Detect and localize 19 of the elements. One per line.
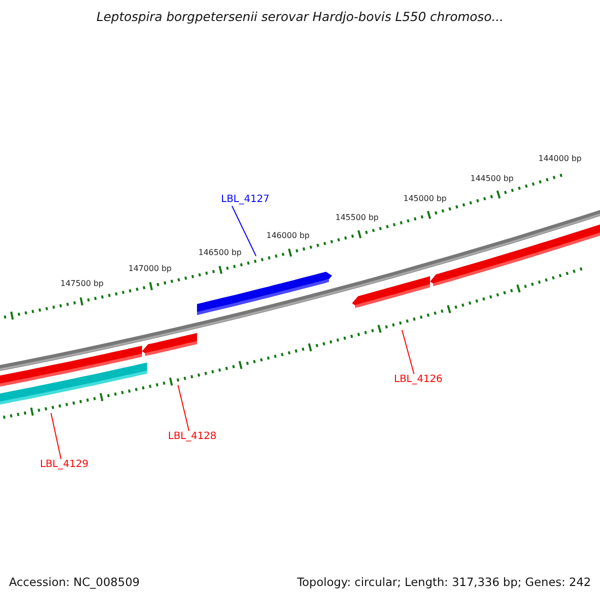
gene-label: LBL_4126	[394, 374, 442, 386]
gene-label: LBL_4127	[221, 194, 270, 206]
scale-label: 147000 bp	[128, 264, 172, 274]
gene-label: LBL_4129	[40, 459, 88, 471]
scale-label: 147500 bp	[60, 279, 104, 288]
scale-label: 144500 bp	[470, 174, 514, 184]
leader-line	[232, 206, 256, 256]
genome-summary-text: Topology: circular; Length: 317,336 bp; Genes: 242	[297, 575, 591, 589]
scale-label: 146500 bp	[198, 248, 242, 257]
scale-label: 145500 bp	[335, 212, 379, 222]
accession-text: Accession: NC_008509	[9, 575, 140, 589]
leader-line	[50, 412, 62, 460]
gene-label: LBL_4128	[168, 431, 216, 443]
scale-label: 146000 bp	[266, 231, 310, 240]
chart-title: Leptospira borgpetersenii serovar Hardjo-bovis L550 chromoso...	[95, 9, 505, 24]
leader-line	[402, 330, 414, 374]
leader-line	[178, 384, 190, 432]
scale-label: 145000 bp	[403, 194, 447, 204]
scale-label: 144000 bp	[538, 154, 582, 163]
